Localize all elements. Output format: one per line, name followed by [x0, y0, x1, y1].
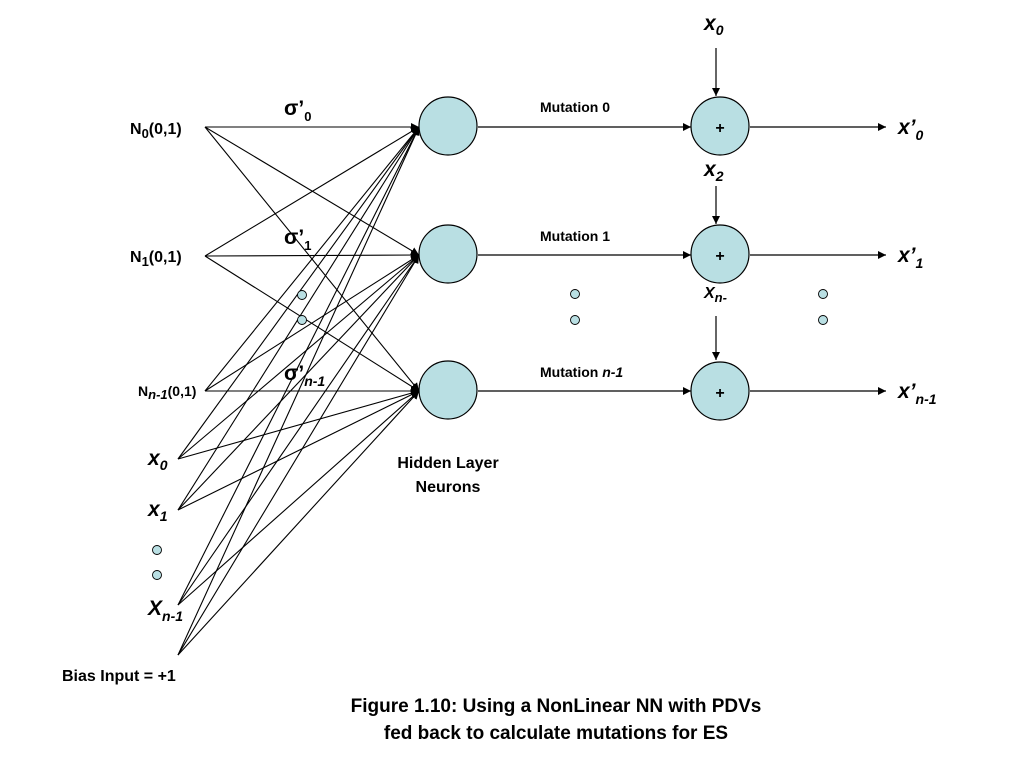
edge-bias-to-h0: [177, 126, 420, 656]
sigma-label-1: σ’1: [284, 226, 311, 253]
adder-node-0: [690, 96, 750, 156]
figure-caption-line2: fed back to calculate mutations for ES: [384, 723, 728, 744]
hidden-neuron-0: [418, 96, 478, 156]
adder-input-label-xn: Xn-: [703, 285, 727, 305]
mutation-1-label: Mutation 1: [540, 228, 610, 244]
edge-xn1-to-h1: [177, 254, 420, 606]
bias-input-label: Bias Input = +1: [62, 668, 176, 685]
edge-nn1-to-h0: [204, 126, 420, 392]
figure-caption-line1: Figure 1.10: Using a NonLinear NN with P…: [351, 696, 762, 717]
edge-xn1-to-hn1: [177, 390, 420, 606]
edge-nn1-to-h1: [204, 254, 420, 392]
edge-bias-to-h1: [177, 254, 420, 656]
adder-0-plus: +: [715, 120, 724, 137]
adder-n-1-plus: +: [715, 385, 724, 402]
edge-x0-to-hn1: [177, 389, 420, 460]
edge-n1-to-h0: [204, 126, 420, 257]
adder-node-1: [690, 224, 750, 284]
ellipsis-dot: [152, 570, 162, 580]
input-label-n1: N1(0,1): [130, 249, 182, 269]
input-label-xn1: Xn-1: [147, 597, 183, 624]
adder-input-label-x2: x2: [703, 158, 724, 184]
mutation-n-1-label: Mutation n-1: [540, 364, 623, 380]
output-label-1: x’1: [897, 244, 924, 271]
mutation-0-label: Mutation 0: [540, 99, 610, 115]
adder-node-n-1: [690, 361, 750, 421]
input-label-x0: x0: [147, 447, 168, 473]
ellipsis-dot: [570, 315, 580, 325]
ellipsis-dot: [818, 315, 828, 325]
sigma-label-0: σ’0: [284, 97, 311, 124]
hidden-layer-label-line1: Hidden Layer: [397, 455, 498, 472]
ellipsis-dot: [570, 289, 580, 299]
output-label-n-1: x’n-1: [897, 380, 937, 407]
edge-n1-to-h1: [204, 251, 420, 260]
input-label-n0: N0(0,1): [130, 121, 182, 141]
edge-x1-to-h1: [177, 254, 420, 511]
input-label-nn1: Nn-1(0,1): [138, 383, 196, 402]
hidden-layer-label-line2: Neurons: [416, 479, 481, 496]
edge-xn1-to-h0: [177, 126, 420, 606]
sigma-label-n-1: σ’n-1: [284, 362, 325, 389]
adder-1-plus: +: [715, 248, 724, 265]
output-label-0: x’0: [897, 116, 924, 143]
edge-bias-to-hn1: [177, 390, 420, 656]
adder-input-label-x0: x0: [703, 12, 724, 38]
input-to-hidden-connections: [177, 123, 420, 656]
edge-x0-to-h1: [177, 254, 420, 460]
input-label-x1: x1: [147, 498, 168, 524]
hidden-neuron-1: [418, 224, 478, 284]
ellipsis-dot: [297, 290, 307, 300]
hidden-neuron-n-1: [418, 360, 478, 420]
ellipsis-dot: [297, 315, 307, 325]
ellipsis-dot: [818, 289, 828, 299]
edge-x1-to-hn1: [177, 390, 420, 511]
ellipsis-dot: [152, 545, 162, 555]
